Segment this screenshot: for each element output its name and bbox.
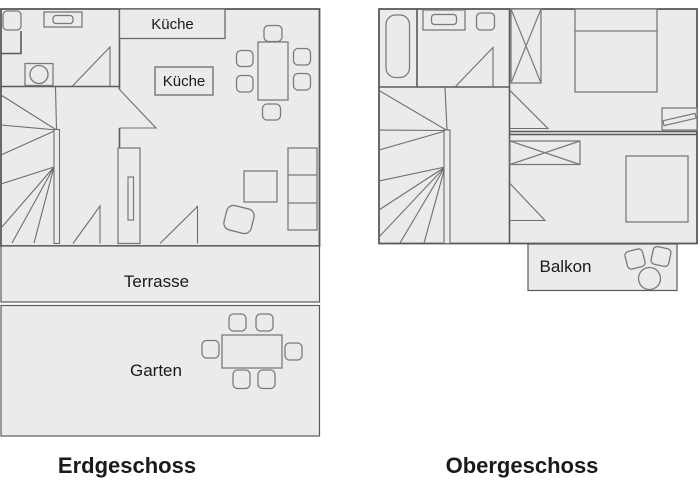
wardrobe-icon bbox=[510, 8, 542, 84]
balcony-table-icon bbox=[637, 266, 662, 291]
kitchen-upper-label: Küche bbox=[151, 16, 194, 33]
staircase-icon bbox=[378, 86, 451, 245]
stair-newel-post bbox=[443, 129, 451, 245]
bathtub-icon bbox=[385, 14, 411, 79]
sink-icon bbox=[2, 10, 22, 31]
garden-table-icon bbox=[201, 313, 303, 390]
kitchen-lower-label-box bbox=[154, 66, 214, 96]
garden-label: Garten bbox=[130, 361, 182, 380]
cistern-icon bbox=[422, 9, 466, 31]
ground-floor-title: Erdgeschoss bbox=[58, 453, 196, 478]
kitchen-upper-label-box bbox=[118, 8, 226, 40]
staircase-icon bbox=[0, 86, 61, 245]
armchair-icon bbox=[223, 204, 255, 235]
shelf-icon bbox=[287, 147, 318, 231]
stair-newel-post bbox=[53, 128, 61, 245]
cistern-icon bbox=[43, 11, 83, 28]
upper-floor-door-swings bbox=[454, 46, 550, 222]
balcony-label: Balkon bbox=[540, 257, 592, 276]
hall-door-icon bbox=[117, 147, 141, 245]
bed-icon bbox=[625, 155, 689, 223]
balcony-seating-icon bbox=[624, 245, 672, 291]
ground-floor-plan: Küche Küche Terrasse Garten bbox=[0, 8, 321, 478]
terrace-label: Terrasse bbox=[124, 272, 189, 291]
dining-table-icon bbox=[235, 24, 312, 121]
upper-floor-title: Obergeschoss bbox=[446, 453, 599, 478]
kitchen-lower-label: Küche bbox=[163, 73, 206, 90]
desk-icon bbox=[661, 107, 698, 131]
toilet-icon bbox=[24, 62, 54, 87]
upper-floor-plan: Balkon Obergeschoss bbox=[378, 8, 698, 478]
ground-floor-door-swings bbox=[71, 45, 199, 244]
terrace-area bbox=[0, 245, 321, 303]
double-bed-icon bbox=[574, 8, 658, 93]
living-table-icon bbox=[243, 170, 278, 203]
sink-icon bbox=[475, 12, 496, 31]
dresser-icon bbox=[509, 140, 581, 166]
upper-floor-walls bbox=[379, 9, 697, 244]
ground-floor-walls bbox=[1, 9, 121, 148]
